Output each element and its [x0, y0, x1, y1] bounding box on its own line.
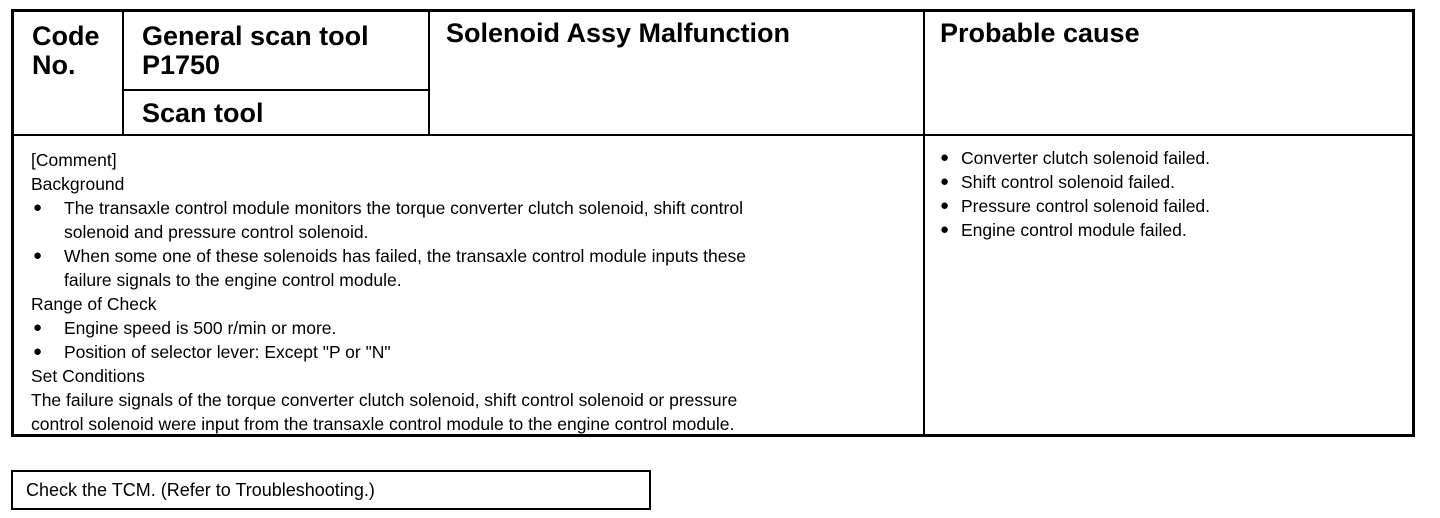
background-heading: Background — [31, 174, 125, 194]
comment-section: [Comment] Background ● The transaxle con… — [31, 148, 926, 436]
dtc-code: P1750 — [142, 50, 221, 80]
divider-scan-col — [428, 12, 430, 135]
set-conditions-line-2: control solenoid were input from the tra… — [31, 414, 735, 434]
range-item-2: ● Position of selector lever: Except "P … — [33, 342, 391, 362]
cause-item: ● Engine control module failed. — [928, 218, 1398, 242]
probable-cause-list: ● Converter clutch solenoid failed. ● Sh… — [928, 146, 1398, 242]
code-label: Code — [32, 21, 100, 51]
set-conditions-heading: Set Conditions — [31, 366, 145, 386]
bullet-icon: ● — [33, 247, 43, 264]
bullet-icon: ● — [940, 173, 950, 190]
bullet-icon: ● — [33, 319, 43, 336]
bullet-icon: ● — [940, 197, 950, 214]
range-item-1: ● Engine speed is 500 r/min or more. — [33, 318, 337, 338]
malfunction-title: Solenoid Assy Malfunction — [446, 18, 791, 48]
divider-header-row — [14, 134, 1412, 136]
no-label: No. — [32, 50, 76, 80]
cause-item: ● Pressure control solenoid failed. — [928, 194, 1398, 218]
divider-code-col — [122, 12, 124, 135]
range-heading: Range of Check — [31, 294, 157, 314]
background-item-2: ● When some one of these solenoids has f… — [33, 246, 746, 290]
cause-item: ● Shift control solenoid failed. — [928, 170, 1398, 194]
bullet-icon: ● — [33, 343, 43, 360]
bullet-icon: ● — [33, 199, 43, 216]
code-no-header: Code No. — [32, 22, 132, 80]
divider-cause-col — [923, 12, 925, 434]
comment-label: [Comment] — [31, 150, 117, 170]
cause-item: ● Converter clutch solenoid failed. — [928, 146, 1398, 170]
scan-tool-header: Scan tool — [142, 98, 264, 128]
diagnosis-table: Code No. General scan tool P1750 Scan to… — [11, 9, 1415, 437]
general-scan-tool-label: General scan tool — [142, 21, 369, 51]
divider-scan-row — [122, 89, 430, 91]
check-instruction-box: Check the TCM. (Refer to Troubleshooting… — [11, 470, 651, 510]
bullet-icon: ● — [940, 149, 950, 166]
background-item-1: ● The transaxle control module monitors … — [33, 198, 743, 242]
general-scan-tool-header: General scan tool P1750 — [142, 22, 442, 80]
probable-cause-header: Probable cause — [940, 18, 1140, 48]
set-conditions-line-1: The failure signals of the torque conver… — [31, 390, 738, 410]
bullet-icon: ● — [940, 221, 950, 238]
